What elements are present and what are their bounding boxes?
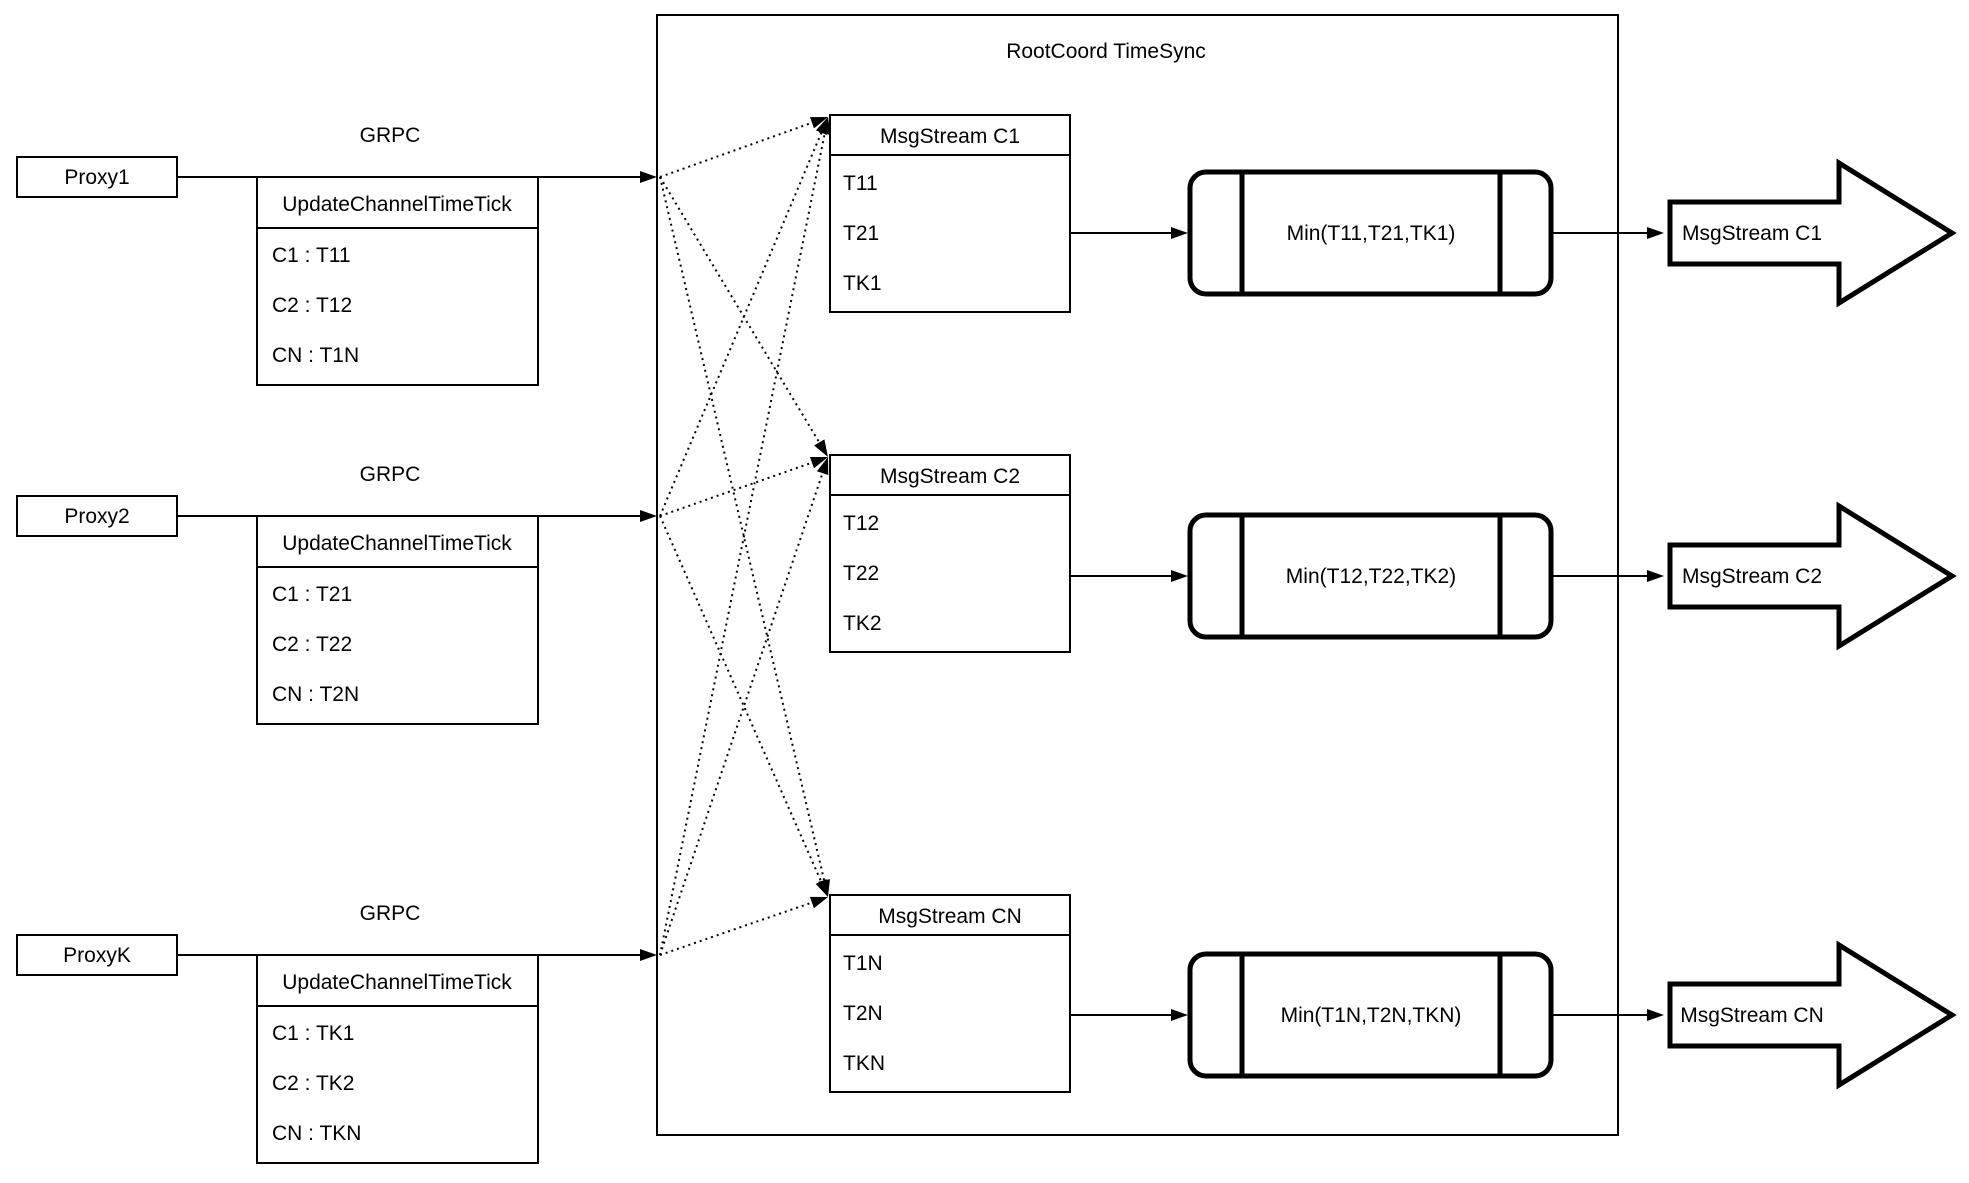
proxy2-row-c1: C1 : T21 <box>272 583 352 606</box>
proxy1-row-c2: C2 : T12 <box>272 294 352 317</box>
proxy2-table-header: UpdateChannelTimeTick <box>282 532 512 555</box>
proxy3-grpc-arrowhead <box>640 949 657 961</box>
proxyk-row-cn: CN : TKN <box>272 1122 361 1145</box>
tick-proxy3-to-stream2-arrowhead <box>816 457 829 476</box>
proxy2-grpc-arrowhead <box>640 510 657 522</box>
msgstream-c1-cell-3: TK1 <box>843 272 882 295</box>
msgstream-c1-header: MsgStream C1 <box>880 125 1020 148</box>
proxyk-table-header: UpdateChannelTimeTick <box>282 971 512 994</box>
tick-proxy1-to-stream1-line <box>659 119 819 178</box>
out-arrow-cn <box>1667 940 1957 1090</box>
msgstream-c2-cell-2: T22 <box>843 562 879 585</box>
proxy1-box <box>16 156 178 198</box>
proxy2-row-cn: CN : T2N <box>272 683 359 706</box>
proxyk-row-c2: C2 : TK2 <box>272 1072 354 1095</box>
proxy-group-k: GRPC ProxyK UpdateChannelTimeTick C1 : T… <box>16 902 539 1164</box>
proxy1-row-cn: CN : T1N <box>272 344 359 367</box>
tick-proxy2-to-stream3-arrowhead <box>815 879 828 897</box>
proxy-group-1: GRPC Proxy1 UpdateChannelTimeTick C1 : T… <box>16 124 539 386</box>
out-arrow-c2 <box>1667 501 1957 651</box>
msgstream-cn-cell-2: T2N <box>843 1002 883 1025</box>
msgstream-cn-table <box>829 894 1071 1093</box>
grpc-label: GRPC <box>360 124 421 147</box>
tick-proxy2-to-stream3-line <box>659 515 825 889</box>
out-arrow-c1 <box>1667 158 1957 308</box>
proxy2-label: Proxy2 <box>64 505 129 528</box>
proxy2-table <box>256 515 539 725</box>
connector-lines <box>177 117 1664 1021</box>
msgstream-c2-cell-3: TK2 <box>843 612 882 635</box>
min-c1-label: Min(T11,T21,TK1) <box>1287 222 1456 245</box>
tick-proxy3-to-stream2-line <box>659 466 826 956</box>
proxy-group-2: GRPC Proxy2 UpdateChannelTimeTick C1 : T… <box>16 463 539 725</box>
proxy2-row-c2: C2 : T22 <box>272 633 352 656</box>
stream-row-c1: MsgStream C1 T11 T21 TK1 Min(T11,T21,TK1… <box>829 114 1957 313</box>
out-arrow-c1-label: MsgStream C1 <box>1682 222 1822 245</box>
proxyk-label: ProxyK <box>63 944 131 967</box>
stream3-to-min-arrowhead <box>1171 1009 1188 1021</box>
min1-to-out-arrowhead <box>1647 227 1664 239</box>
tick-proxy2-to-stream2-line <box>659 459 819 517</box>
tick-proxy3-to-stream3-arrowhead <box>809 896 828 909</box>
tick-proxy2-to-stream1-line <box>659 125 826 517</box>
tick-proxy3-to-stream1-line <box>659 126 828 956</box>
proxyk-table <box>256 954 539 1164</box>
msgstream-c2-header: MsgStream C2 <box>880 465 1020 488</box>
msgstream-c1-table <box>829 114 1071 313</box>
proxy1-row-c1: C1 : T11 <box>272 244 351 267</box>
msgstream-c2-cell-1: T12 <box>843 512 879 535</box>
msgstream-cn-cell-3: TKN <box>843 1052 885 1075</box>
stream1-to-min-arrowhead <box>1171 227 1188 239</box>
out-arrow-c2-label: MsgStream C2 <box>1682 565 1822 588</box>
msgstream-c2-table <box>829 454 1071 653</box>
msgstream-cn-cell-1: T1N <box>843 952 883 975</box>
tick-proxy2-to-stream2-arrowhead <box>809 456 828 469</box>
grpc-label: GRPC <box>360 902 421 925</box>
rootcoord-title: RootCoord TimeSync <box>1006 40 1206 63</box>
tick-proxy1-to-stream3-line <box>659 176 827 888</box>
stream-row-cn: MsgStream CN T1N T2N TKN Min(T1N,T2N,TKN… <box>829 894 1957 1093</box>
msgstream-c1-cell-2: T21 <box>843 222 879 245</box>
min3-to-out-arrowhead <box>1647 1009 1664 1021</box>
stream-row-c2: MsgStream C2 T12 T22 TK2 Min(T12,T22,TK2… <box>829 454 1957 653</box>
proxyk-box <box>16 934 178 976</box>
tick-proxy3-to-stream3-line <box>659 899 819 956</box>
min2-to-out-arrowhead <box>1647 570 1664 582</box>
msgstream-c1-cell-1: T11 <box>843 172 878 195</box>
proxy1-grpc-arrowhead <box>640 171 657 183</box>
grpc-label: GRPC <box>360 463 421 486</box>
min-c2-label: Min(T12,T22,TK2) <box>1286 565 1456 588</box>
msgstream-cn-header: MsgStream CN <box>878 905 1022 928</box>
tick-proxy1-to-stream2-arrowhead <box>814 439 828 457</box>
proxy1-label: Proxy1 <box>64 166 129 189</box>
out-arrow-cn-label: MsgStream CN <box>1680 1004 1824 1027</box>
stream2-to-min-arrowhead <box>1171 570 1188 582</box>
tick-proxy1-to-stream1-arrowhead <box>809 117 828 129</box>
proxy1-table-header: UpdateChannelTimeTick <box>282 193 512 216</box>
min-cn-label: Min(T1N,T2N,TKN) <box>1281 1004 1462 1027</box>
proxyk-row-c1: C1 : TK1 <box>272 1022 354 1045</box>
tick-proxy3-to-stream1-arrowhead <box>818 117 831 135</box>
